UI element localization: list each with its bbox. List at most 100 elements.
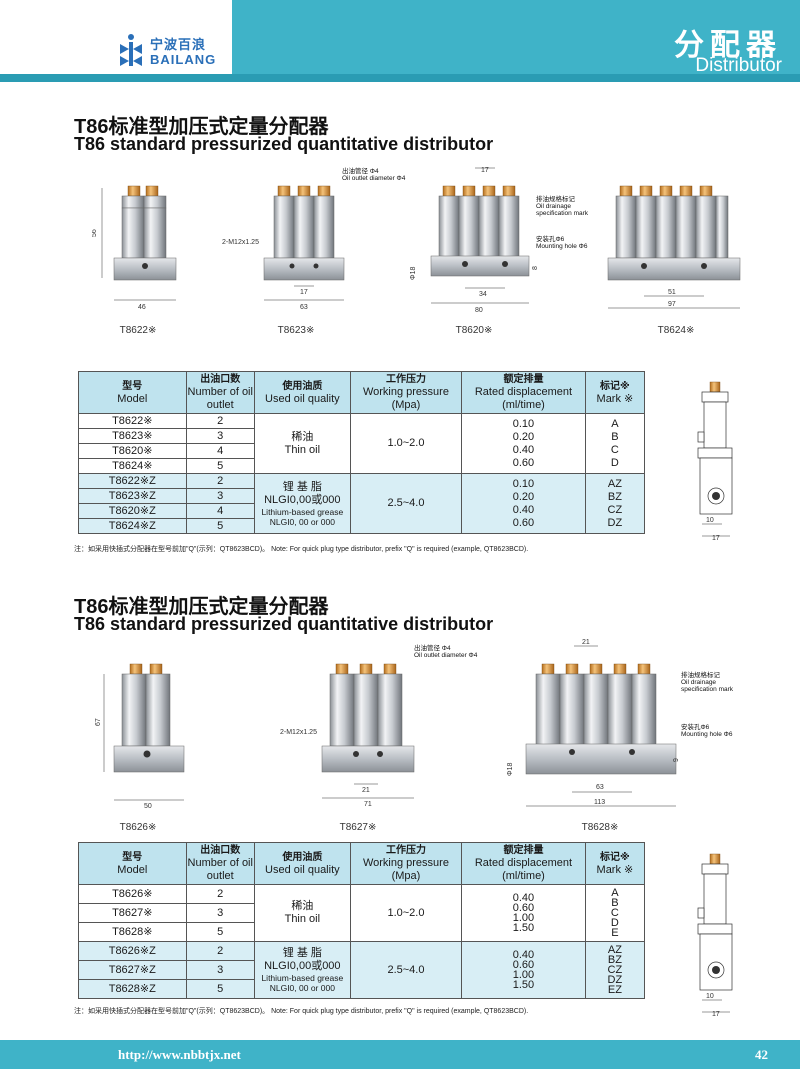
bailang-logo-icon [120,34,142,66]
cell-model: T8622※Z [78,473,187,489]
figure-caption: T8622※ [119,325,157,336]
figure-t8620: 17 Φ18 8 34 80 [410,167,539,314]
annotation-mounting-hole: 安装孔Φ6 Mounting hole Φ6 [681,724,732,738]
website-link[interactable]: http://www.nbbtjx.net [118,1047,241,1062]
dim-side: 17 [712,535,720,542]
cell-pressure: 2.5~4.0 [349,941,463,999]
dim-pitch: 17 [300,289,308,296]
dim-width: 97 [668,301,676,308]
side-view-1: 10 17 [697,381,733,542]
cell-outlets: 5 [185,979,255,999]
cell-outlets: 3 [185,488,255,504]
annotation-text: 安装孔Φ6 [536,236,565,243]
section-1-title-cn: T86标准型加压式定量分配器 [74,116,329,138]
dim-width: 46 [138,304,146,311]
annotation-text: Mounting hole Φ6 [681,731,733,738]
figure-caption: T8624※ [657,325,695,336]
logo-area: 宁波百浪 BAILANG [0,0,232,74]
cell-model: T8627※Z [78,960,187,980]
annotation-text: specification mark [681,686,734,693]
footnote: 注：如采用快插式分配器在型号前加"Q"(示列：QT8623BCD)。 Note:… [74,546,529,553]
dim-side: 10 [706,993,714,1000]
cell-outlets: 2 [185,884,255,904]
figure-t8627: 2-M12x1.25 21 71 [280,663,415,808]
dim-pitch: 21 [362,787,370,794]
annotation-text: Mounting hole Φ6 [536,243,588,250]
figure-caption: T8620※ [455,325,493,336]
dim-width: 80 [475,307,483,314]
brand-name-cn: 宁波百浪 [150,37,207,52]
annotation-outlet: 出油管径 Φ4 Oil outlet diameter Φ4 [342,168,405,182]
page-footer: http://www.nbbtjx.net 42 [0,1040,800,1069]
annotation-text: Oil outlet diameter Φ4 [342,175,406,182]
category-title-cn: 分配器 [674,29,782,62]
dim-hole-span: 34 [479,291,487,298]
annotation-drainage: 排油规格标记 Oil drainage specification mark [681,672,733,693]
cell-pressure: 2.5~4.0 [349,473,463,534]
cell-model: T8627※ [78,903,187,923]
cell-pressure: 1.0~2.0 [349,884,463,942]
annotation-mounting-hole: 安装孔Φ6 Mounting hole Φ6 [536,236,587,250]
annotation-text: 排油规格标记 [536,196,575,203]
header-stripe [0,74,800,82]
dim-offset: 9 [673,758,680,762]
annotation-text: Oil drainage [681,679,717,686]
footnote: 注：如采用快插式分配器在型号前加"Q"(示列：QT8623BCD)。 Note:… [74,1008,529,1015]
section-2-title-cn: T86标准型加压式定量分配器 [74,596,329,618]
annotation-outlet: 出油管径 Φ4 Oil outlet diameter Φ4 [414,645,477,659]
dim-side: 10 [706,517,714,524]
section-1-title-en: T86 standard pressurized quantitative di… [74,134,494,154]
annotation-text: 出油管径 Φ4 [414,645,451,652]
page-header: 宁波百浪 BAILANG 分配器 Distributor [0,0,800,82]
cell-outlets: 5 [185,458,255,474]
cell-model: T8620※ [78,443,187,459]
cell-outlets: 5 [185,518,255,534]
dim-height: 56 [92,229,98,237]
section-2-title-en: T86 standard pressurized quantitative di… [74,614,494,634]
dim-pitch: 17 [481,167,489,174]
annotation-text: specification mark [536,210,589,217]
category-title-en: Distributor [695,55,782,76]
dim-width: 71 [364,801,372,808]
figure-t8626: 67 50 [95,663,185,810]
dim-diameter: Φ18 [507,763,514,776]
cell-outlets: 3 [185,903,255,923]
figure-caption: T8627※ [339,822,377,833]
dim-width: 113 [594,799,605,806]
figure-t8622: 56 46 [92,185,177,311]
annotation-text: 安装孔Φ6 [681,724,710,731]
cell-model: T8626※ [78,884,187,904]
cell-outlets: 5 [185,922,255,942]
dim-width: 63 [300,304,308,311]
cell-outlets: 2 [185,941,255,961]
figure-caption: T8623※ [277,325,315,336]
cell-pressure: 1.0~2.0 [349,413,463,474]
figure-t8624: 51 97 [607,185,741,309]
dim-width: 50 [144,803,152,810]
side-view-2: 10 17 [697,853,733,1018]
cell-model: T8624※Z [78,518,187,534]
dim-hole-span: 63 [596,784,604,791]
